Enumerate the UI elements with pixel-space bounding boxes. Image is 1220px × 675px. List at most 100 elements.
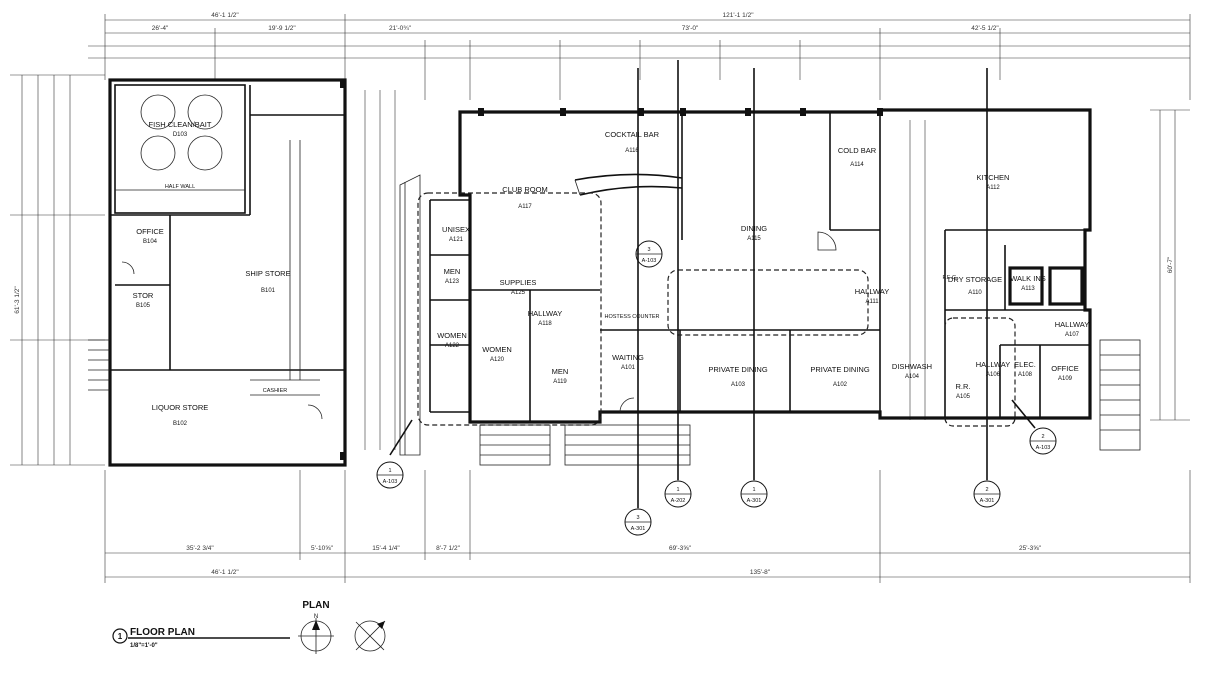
drawing-title-text: FLOOR PLAN	[130, 627, 195, 638]
room-number-office-right: A109	[1058, 376, 1073, 382]
column-markers	[340, 80, 883, 460]
section-tag-sheet: A-103	[383, 479, 398, 485]
room-name-supplies: SUPPLIES	[500, 278, 537, 287]
stair-left	[88, 339, 110, 391]
section-tag-sheet: A-301	[631, 526, 646, 532]
room-name-office-left: OFFICE	[136, 227, 164, 236]
room-name-hallway-center: HALLWAY	[528, 309, 562, 318]
dim-left-overall: 61'-3 1/2"	[14, 286, 21, 314]
room-name-rr: R.R.	[956, 382, 971, 391]
section-tag-number: 2	[985, 487, 988, 493]
room-name-unisex: UNISEX	[442, 225, 470, 234]
room-number-unisex: A121	[449, 237, 464, 243]
room-number-dry-storage: A110	[968, 290, 982, 296]
room-number-hallway-mid: A111	[865, 299, 879, 305]
room-name-dishwash: DISHWASH	[892, 362, 932, 371]
section-tag-3-a301: 3 A-301	[624, 68, 652, 536]
room-name-women-upper: WOMEN	[437, 331, 467, 340]
dim-bottom-right: 25'-3⅝"	[1019, 545, 1042, 552]
cleaning-tubs	[140, 94, 223, 171]
room-number-waiting: A101	[621, 365, 636, 371]
room-number-kitchen: A112	[986, 185, 1000, 191]
room-number-hallway-right: A106	[986, 372, 1001, 378]
room-name-kitchen: KITCHEN	[977, 173, 1010, 182]
room-number-men-lower: A119	[553, 379, 567, 385]
room-number-liquor-store: B102	[173, 421, 188, 427]
north-arrow-label: PLAN	[302, 600, 329, 611]
room-name-office-right: OFFICE	[1051, 364, 1079, 373]
room-number-stor: B105	[136, 303, 151, 309]
room-name-cocktail-bar: COCKTAIL BAR	[605, 130, 660, 139]
room-name-ship-store: SHIP STORE	[245, 269, 290, 278]
drawing-title: 1 FLOOR PLAN 1/8"=1'-0"	[112, 627, 290, 649]
room-number-cold-bar: A114	[850, 162, 864, 168]
room-name-waiting: WAITING	[612, 353, 644, 362]
entrance-steps	[479, 424, 691, 466]
room-number-hallway-center: A118	[538, 321, 552, 327]
north-arrow-true	[354, 620, 386, 652]
room-number-dishwash: A104	[905, 374, 920, 380]
room-name-private-dining-2: PRIVATE DINING	[810, 365, 869, 374]
section-tag-2-a103: 2 A-103	[1011, 399, 1057, 455]
room-name-women-lower: WOMEN	[482, 345, 512, 354]
stair-right	[1099, 339, 1141, 451]
room-number-office-left: B104	[143, 239, 158, 245]
section-tag-number: 1	[676, 487, 679, 493]
dim-top-center: 73'-0"	[682, 25, 699, 32]
section-tag-1-a202: 1 A-202	[664, 60, 692, 508]
room-number-supplies: A125	[511, 290, 526, 296]
room-name-hallway-mid: HALLWAY	[855, 287, 889, 296]
dim-top-right: 42'-5 1/2"	[971, 25, 999, 32]
room-name-walk-ins: WALK INS	[1010, 274, 1046, 283]
section-tag-sheet: A-202	[671, 498, 686, 504]
dim-top-mid: 21'-0¾"	[389, 25, 412, 32]
section-tag-sheet: A-301	[747, 498, 762, 504]
room-name-fish-clean: FISH CLEAN/BAIT	[149, 120, 212, 129]
room-name-private-dining-1: PRIVATE DINING	[708, 365, 767, 374]
label-fec: F.E.C.	[943, 275, 958, 281]
room-name-cold-bar: COLD BAR	[838, 146, 877, 155]
top-dimension-strings: 46'-1 1/2" 121'-1 1/2" 26'-4" 19'-9 1/2"…	[88, 12, 1191, 100]
label-half-wall: HALF WALL	[165, 184, 195, 190]
room-number-women-upper: A122	[445, 343, 460, 349]
section-tag-number: 2	[1041, 434, 1044, 440]
dim-top-left-a: 26'-4"	[152, 25, 169, 32]
room-name-hallway-right: HALLWAY	[976, 360, 1010, 369]
dim-bottom-center: 69'-3⅝"	[669, 545, 692, 552]
left-building	[88, 78, 347, 467]
room-name-men-upper: MEN	[444, 267, 461, 276]
room-name-stor: STOR	[133, 291, 154, 300]
dim-bottom-left-a: 35'-2 3/4"	[186, 545, 214, 552]
dim-bottom-overall-right: 135'-8"	[750, 569, 771, 576]
room-number-cocktail-bar: A116	[625, 148, 639, 154]
drawing-number: 1	[118, 632, 123, 641]
room-name-dry-storage: DRY STORAGE	[948, 275, 1002, 284]
dim-right-overall: 60'-7"	[1167, 256, 1174, 273]
room-number-private-dining-1: A103	[731, 382, 746, 388]
north-arrow-letter: N	[314, 614, 318, 620]
section-tag-number: 3	[647, 247, 650, 253]
room-number-rr: A105	[956, 394, 971, 400]
label-cashier: CASHIER	[263, 388, 287, 394]
room-number-elec: A108	[1018, 372, 1033, 378]
section-tag-2-a301: 2 A-301	[973, 68, 1001, 508]
dim-bottom-left-b: 5'-10⅝"	[311, 545, 334, 552]
label-hostess-counter: HOSTESS COUNTER	[604, 314, 659, 320]
room-number-walk-ins: A113	[1021, 286, 1035, 292]
room-name-club-room: CLUB ROOM	[502, 185, 547, 194]
section-tag-1-a103: 1 A-103	[376, 419, 413, 489]
room-number-fish-clean: D103	[173, 132, 188, 138]
dim-top-left-b: 19'-9 1/2"	[268, 25, 296, 32]
door-swings	[121, 231, 837, 420]
room-number-men-upper: A123	[445, 279, 460, 285]
section-tag-sheet: A-103	[1036, 445, 1051, 451]
room-number-club-room: A117	[518, 204, 532, 210]
north-arrow-plan: PLAN N	[298, 600, 334, 654]
room-number-women-lower: A120	[490, 357, 505, 363]
main-building	[121, 80, 1141, 466]
section-tag-3-a103: 3 A-103	[635, 240, 663, 268]
room-number-private-dining-2: A102	[833, 382, 848, 388]
room-name-elec: ELEC.	[1014, 360, 1036, 369]
dim-bottom-mid-b: 8'-7 1/2"	[436, 545, 460, 552]
